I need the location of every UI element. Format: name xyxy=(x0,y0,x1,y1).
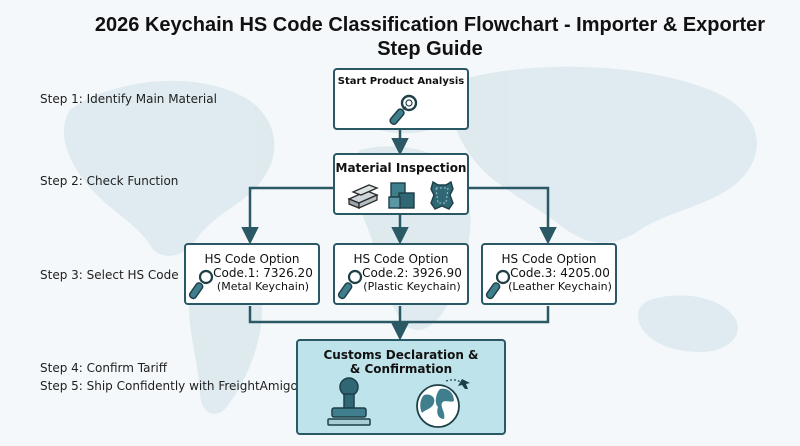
option-desc: (Leather Keychain) xyxy=(508,280,612,293)
arrow-inspection-to-option1 xyxy=(241,186,333,245)
keychain-icon xyxy=(337,267,365,307)
option-desc: (Plastic Keychain) xyxy=(363,280,461,293)
step-3-label: Step 3: Select HS Code xyxy=(40,268,179,282)
inspection-label: Material Inspection xyxy=(335,161,467,175)
hs-option-leather: HS Code Option Code.3: 4205.00 (Leather … xyxy=(481,243,617,305)
customs-label-line-2: & Confirmation xyxy=(349,362,453,376)
hs-option-plastic: HS Code Option Code.2: 3926.90 (Plastic … xyxy=(333,243,469,305)
option-heading: HS Code Option xyxy=(204,252,300,266)
keychain-icon xyxy=(385,92,421,132)
plastic-cubes-icon xyxy=(387,179,419,215)
option-heading: HS Code Option xyxy=(353,252,449,266)
step-2-label: Step 2: Check Function xyxy=(40,174,179,188)
step-5-label: Step 5: Ship Confidently with FreightAmi… xyxy=(40,379,298,393)
customs-declaration-node: Customs Declaration & & Confirmation xyxy=(296,339,506,435)
keychain-icon xyxy=(188,267,216,307)
globe-plane-icon xyxy=(410,373,474,435)
step-1-label: Step 1: Identify Main Material xyxy=(40,92,217,106)
step-4-label: Step 4: Confirm Tariff xyxy=(40,361,167,375)
metal-bars-icon xyxy=(347,181,381,215)
option-code: Code.1: 7326.20 xyxy=(213,266,313,280)
keychain-icon xyxy=(485,267,513,307)
connectors xyxy=(241,130,557,341)
option-desc: (Metal Keychain) xyxy=(216,280,310,293)
page-title: 2026 Keychain HS Code Classification Flo… xyxy=(60,13,800,61)
stamp-icon xyxy=(324,377,374,433)
leather-hide-icon xyxy=(427,179,457,215)
option-code: Code.2: 3926.90 xyxy=(362,266,462,280)
material-inspection-node: Material Inspection xyxy=(333,153,469,215)
customs-label-line-1: Customs Declaration & xyxy=(323,348,479,362)
title-line-1: 2026 Keychain HS Code Classification Flo… xyxy=(94,14,766,36)
arrow-inspection-to-option3 xyxy=(469,186,557,245)
option-heading: HS Code Option xyxy=(501,252,597,266)
hs-option-metal: HS Code Option Code.1: 7326.20 (Metal Ke… xyxy=(184,243,320,305)
option-code: Code.3: 4205.00 xyxy=(510,266,610,280)
start-label: Start Product Analysis xyxy=(337,76,465,87)
title-line-2: Step Guide xyxy=(377,38,483,60)
start-node: Start Product Analysis xyxy=(333,68,469,130)
